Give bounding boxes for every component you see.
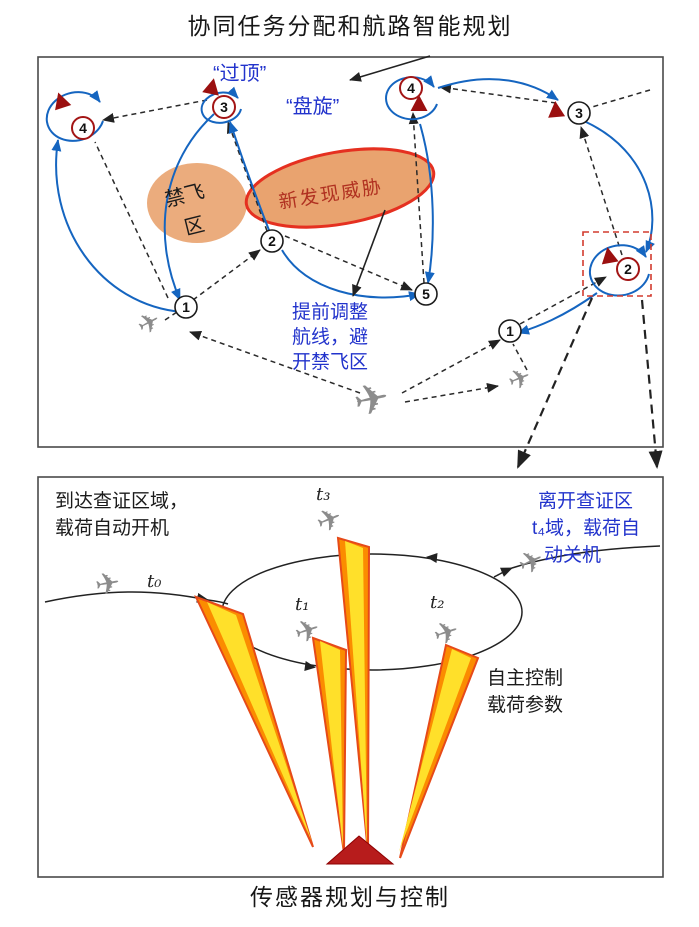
waypoint-number: 3 [220, 99, 228, 115]
entry-path-tail [207, 599, 229, 605]
edge-r3-m4 [439, 83, 557, 104]
time-label-t2: t₂ [430, 592, 444, 613]
path-l3-to-l1 [163, 113, 215, 301]
top-panel-border [37, 56, 664, 448]
loiter-label: “盘旋” [286, 95, 339, 118]
sensor-beam [399, 643, 480, 859]
auto-label-line1: 自主控制 [487, 667, 563, 689]
edge-l2-l3 [226, 121, 268, 232]
waypoint-left-1: 1 [174, 295, 198, 319]
pointer-arrow-overfly [349, 55, 431, 82]
time-label-t1: t₁ [295, 594, 309, 615]
edge-leftuav-l1 [164, 311, 178, 321]
uav-triangle-icon [55, 92, 72, 111]
arrive-label-line1: 到达查证区域， [55, 490, 188, 512]
path-l1-to-l4 [51, 139, 183, 313]
adjust-label-line2: 航线，避 [292, 326, 368, 348]
exit-path [511, 545, 661, 569]
loiter-loop-m4 [385, 75, 438, 121]
sensor-beams [194, 536, 480, 859]
orbit-arrow-icon [304, 661, 316, 671]
waypoint-right-1: 1 [498, 319, 522, 343]
waypoint-left-4: 4 [71, 116, 95, 140]
edge-rightuav-r1 [512, 343, 528, 371]
adjust-route-label: 提前调整 航线，避 开禁飞区 [292, 301, 368, 373]
sensor-beam-core [207, 602, 312, 842]
waypoint-number: 5 [422, 286, 430, 302]
sensor-beam [194, 595, 314, 848]
zoom-connector-left [516, 297, 594, 469]
waypoint-left-2: 2 [260, 229, 284, 253]
uav-markers [55, 78, 619, 265]
edge-l1-l2 [192, 249, 261, 301]
waypoint-number: 2 [268, 233, 276, 249]
sensor-beam-core [320, 641, 343, 848]
edge-carrier-left-uav [189, 331, 361, 394]
orbit-arrow-icon [426, 553, 438, 563]
waypoint-number: 1 [182, 299, 190, 315]
waypoint-right-3: 3 [567, 101, 591, 125]
route-edges [94, 83, 651, 403]
loiter-loop-r2 [588, 244, 650, 297]
waypoint-number: 3 [575, 105, 583, 121]
leave-label-line3: 动关机 [544, 544, 601, 566]
uav-triangle-icon [410, 95, 428, 111]
uav-triangle-icon [548, 101, 566, 118]
top-title: 协同任务分配和航路智能规划 [188, 13, 513, 39]
sensor-beam-core [345, 541, 367, 848]
waypoint-number: 4 [407, 80, 415, 96]
uav-triangle-icon [202, 78, 219, 96]
leave-label: 离开查证区 t₄域，载荷自 动关机 [532, 490, 640, 566]
leave-label-line1: 离开查证区 [538, 490, 633, 512]
auto-control-label: 自主控制 载荷参数 [487, 667, 563, 716]
pointer-arrow-adjust [352, 209, 386, 297]
auto-label-line2: 载荷参数 [487, 694, 563, 716]
uav-triangle-icon [601, 247, 619, 265]
sensor-beam-core [399, 649, 471, 852]
arrive-label: 到达查证区域， 载荷自动开机 [55, 490, 188, 539]
time-label-t3: t₃ [316, 484, 330, 505]
edge-corner-r3 [591, 89, 651, 108]
path-m4-to-l5 [419, 123, 435, 284]
overfly-label: “过顶” [213, 62, 266, 85]
leave-label-line2: t₄域，载荷自 [532, 517, 640, 539]
waypoint-mid-4: 4 [399, 76, 423, 100]
mission-planning-panel: 1 2 3 4 5 4 1 2 3 ✈ ✈ ✈ “过顶” “盘旋” 禁飞 区 新… [37, 55, 664, 448]
waypoints: 1 2 3 4 5 4 1 2 3 [71, 76, 640, 343]
entry-path [44, 591, 209, 603]
arrive-label-line2: 载荷自动开机 [55, 517, 169, 539]
waypoint-left-3: 3 [212, 95, 236, 119]
overfly-loop-l3 [200, 86, 242, 124]
waypoint-number: 2 [624, 261, 632, 277]
path-adjusted-l2-l5 [281, 249, 421, 302]
edge-carrier-r1 [401, 339, 501, 394]
waypoint-number: 1 [506, 323, 514, 339]
aircraft-t0-icon: ✈ [92, 566, 122, 603]
zoom-connector-right [640, 299, 663, 469]
edge-l1-l4 [94, 141, 169, 299]
waypoint-right-2: 2 [616, 257, 640, 281]
edge-l5-m4 [408, 112, 425, 284]
waypoint-left-5: 5 [414, 282, 438, 306]
time-label-t0: t₀ [147, 571, 161, 592]
adjust-label-line1: 提前调整 [292, 301, 368, 323]
waypoint-number: 4 [79, 120, 87, 136]
focus-dashed-box [582, 231, 652, 297]
edge-carrier-right-uav [404, 382, 499, 403]
new-threat-zone [244, 147, 436, 229]
exit-path-head [493, 567, 513, 578]
adjust-label-line3: 开禁飞区 [292, 351, 368, 373]
target-triangle [325, 835, 395, 865]
bottom-title: 传感器规划与控制 [250, 884, 450, 910]
sensor-control-panel: ✈ ✈ ✈ ✈ ✈ t₀ t₁ t₂ t₃ 到达查证区域， 载荷自动开机 离开查… [37, 476, 664, 878]
edge-r1-r2 [519, 276, 607, 325]
path-m4-to-r3 [437, 78, 559, 101]
edge-r2-r3 [579, 126, 623, 256]
path-r2-to-r1 [517, 292, 598, 335]
